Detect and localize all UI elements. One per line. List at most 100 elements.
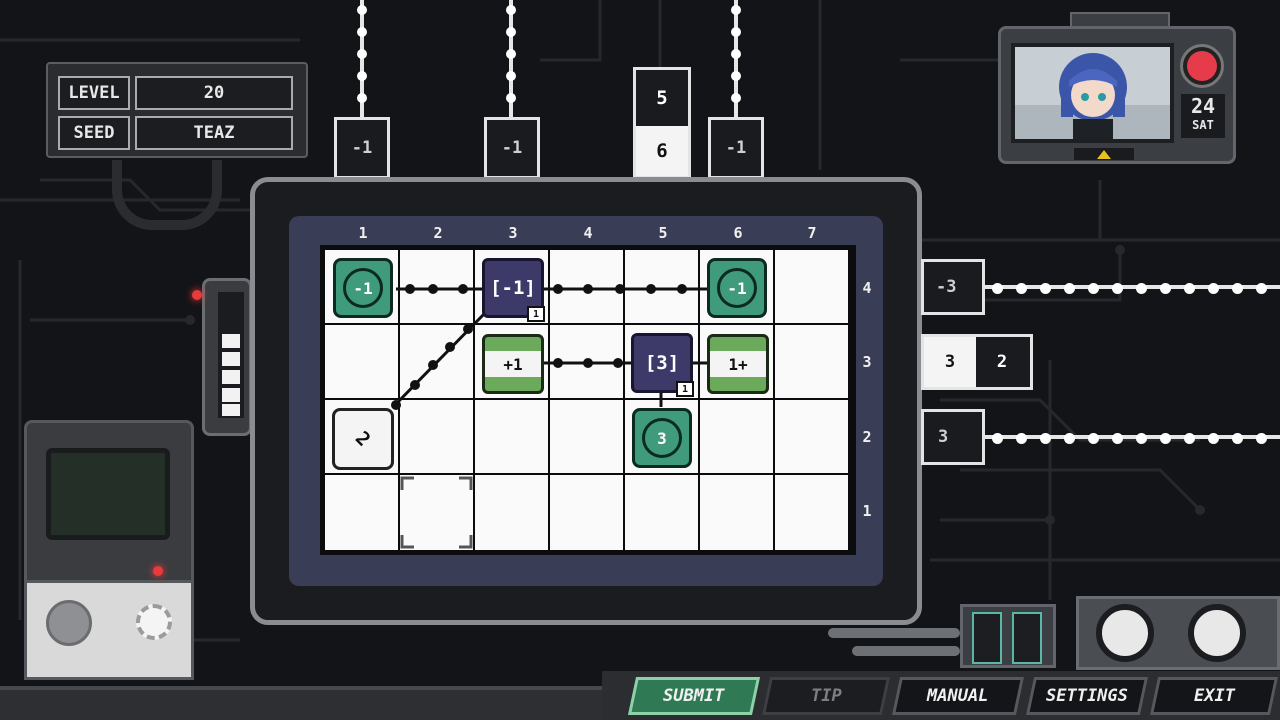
wire-node (357, 93, 367, 103)
tv-warning-icon (1097, 150, 1111, 159)
wire-node (731, 5, 741, 15)
row-clue-3: 3 2 (921, 334, 1033, 390)
grid-cell[interactable] (700, 400, 773, 473)
settings-button[interactable]: SETTINGS (1025, 677, 1149, 715)
wire-node (1256, 283, 1267, 294)
manual-button[interactable]: MANUAL (891, 677, 1025, 715)
character-portrait-icon (1015, 47, 1170, 139)
cable-bundle (112, 160, 222, 230)
column-number: 3 (508, 224, 518, 242)
wire-node (357, 27, 367, 37)
wire-node (1136, 283, 1147, 294)
battery-cell (222, 370, 240, 384)
level-label: LEVEL (58, 76, 130, 110)
tile-r4c6[interactable]: -1 (707, 258, 767, 318)
wire-node (1208, 433, 1219, 444)
battery-cell (222, 404, 240, 416)
wire-node (1136, 433, 1147, 444)
battery-cell (222, 352, 240, 366)
right-wire-row2 (985, 435, 1280, 439)
wire-node (1016, 433, 1027, 444)
grid-cell[interactable] (475, 475, 548, 550)
pipe (828, 628, 960, 638)
grid-cell[interactable] (775, 325, 848, 398)
column-clue-5-top: 5 (656, 87, 668, 109)
wire-node (1232, 433, 1243, 444)
calendar-day-name: SAT (1192, 118, 1214, 132)
pipe (852, 646, 960, 656)
wire-node (1184, 433, 1195, 444)
tile-r4c1[interactable]: -1 (333, 258, 393, 318)
wire-node (1088, 433, 1099, 444)
wire-node (1184, 283, 1195, 294)
grid-cell[interactable] (775, 475, 848, 550)
wire-node (506, 49, 516, 59)
top-wire-col3 (509, 0, 513, 118)
tile-r2c1[interactable]: 2 (332, 408, 394, 470)
speaker-icon (46, 600, 92, 646)
tile-r3c5-badge: 1 (676, 381, 694, 397)
exit-button-label: EXIT (1193, 686, 1235, 706)
grid-cell[interactable] (700, 475, 773, 550)
wire-node (1016, 283, 1027, 294)
grid-cell[interactable] (400, 400, 473, 473)
wire-node (506, 71, 516, 81)
level-value: 20 (135, 76, 293, 110)
submit-button[interactable]: SUBMIT (627, 677, 761, 715)
grid-cell[interactable] (775, 250, 848, 323)
left-console-screen (46, 448, 170, 540)
grid-cell[interactable] (775, 400, 848, 473)
wire-node (1040, 433, 1051, 444)
tile-r4c1-value: -1 (343, 268, 383, 308)
status-light-icon (153, 566, 163, 576)
column-number: 6 (733, 224, 743, 242)
row-number: 4 (862, 279, 872, 297)
column-clue-1: -1 (334, 117, 390, 179)
gear-icon (136, 604, 172, 640)
calendar-day-number: 24 (1190, 94, 1216, 118)
column-clue-6: -1 (708, 117, 764, 179)
row-clue-2-value: 3 (938, 427, 949, 447)
tip-button[interactable]: TIP (761, 677, 891, 715)
tip-button-label: TIP (810, 686, 842, 706)
tile-r3c3[interactable]: +1 (482, 334, 544, 394)
top-wire-col1 (360, 0, 364, 118)
tile-r3c5-value: [3] (644, 352, 680, 374)
wire-node (731, 71, 741, 81)
column-clue-5-bottom: 6 (636, 126, 688, 176)
column-clue-5: 5 6 (633, 67, 691, 179)
column-clue-3: -1 (484, 117, 540, 179)
wire-node (1112, 433, 1123, 444)
tile-r3c6[interactable]: 1+ (707, 334, 769, 394)
wire-node (357, 49, 367, 59)
grid-cell[interactable] (625, 475, 698, 550)
tile-r4c3-value: [-1] (490, 277, 536, 299)
wire-node (357, 5, 367, 15)
wire-node (1160, 283, 1171, 294)
wire-node (506, 93, 516, 103)
capacitor-icon (972, 612, 1002, 664)
fan-icon (1188, 604, 1246, 662)
selection-cursor-icon (400, 476, 473, 549)
wire-node (1256, 433, 1267, 444)
grid-cell[interactable] (475, 400, 548, 473)
wire-node (1088, 283, 1099, 294)
row-number: 2 (862, 428, 872, 446)
wire-node (1040, 283, 1051, 294)
grid-cell[interactable] (325, 325, 398, 398)
connection-lines (391, 284, 708, 410)
wire-node (731, 27, 741, 37)
grid-cell[interactable] (550, 400, 623, 473)
wire-node (992, 433, 1003, 444)
power-knob-light (1187, 51, 1217, 81)
wire-node (1208, 283, 1219, 294)
grid-cell[interactable] (325, 475, 398, 550)
grid-cell-selected[interactable] (400, 475, 473, 550)
grid-cell[interactable] (550, 475, 623, 550)
submit-button-label: SUBMIT (663, 686, 725, 706)
wire-node (992, 283, 1003, 294)
wire-node (731, 49, 741, 59)
column-number: 1 (358, 224, 368, 242)
exit-button[interactable]: EXIT (1149, 677, 1279, 715)
tile-r2c5[interactable]: 3 (632, 408, 692, 468)
